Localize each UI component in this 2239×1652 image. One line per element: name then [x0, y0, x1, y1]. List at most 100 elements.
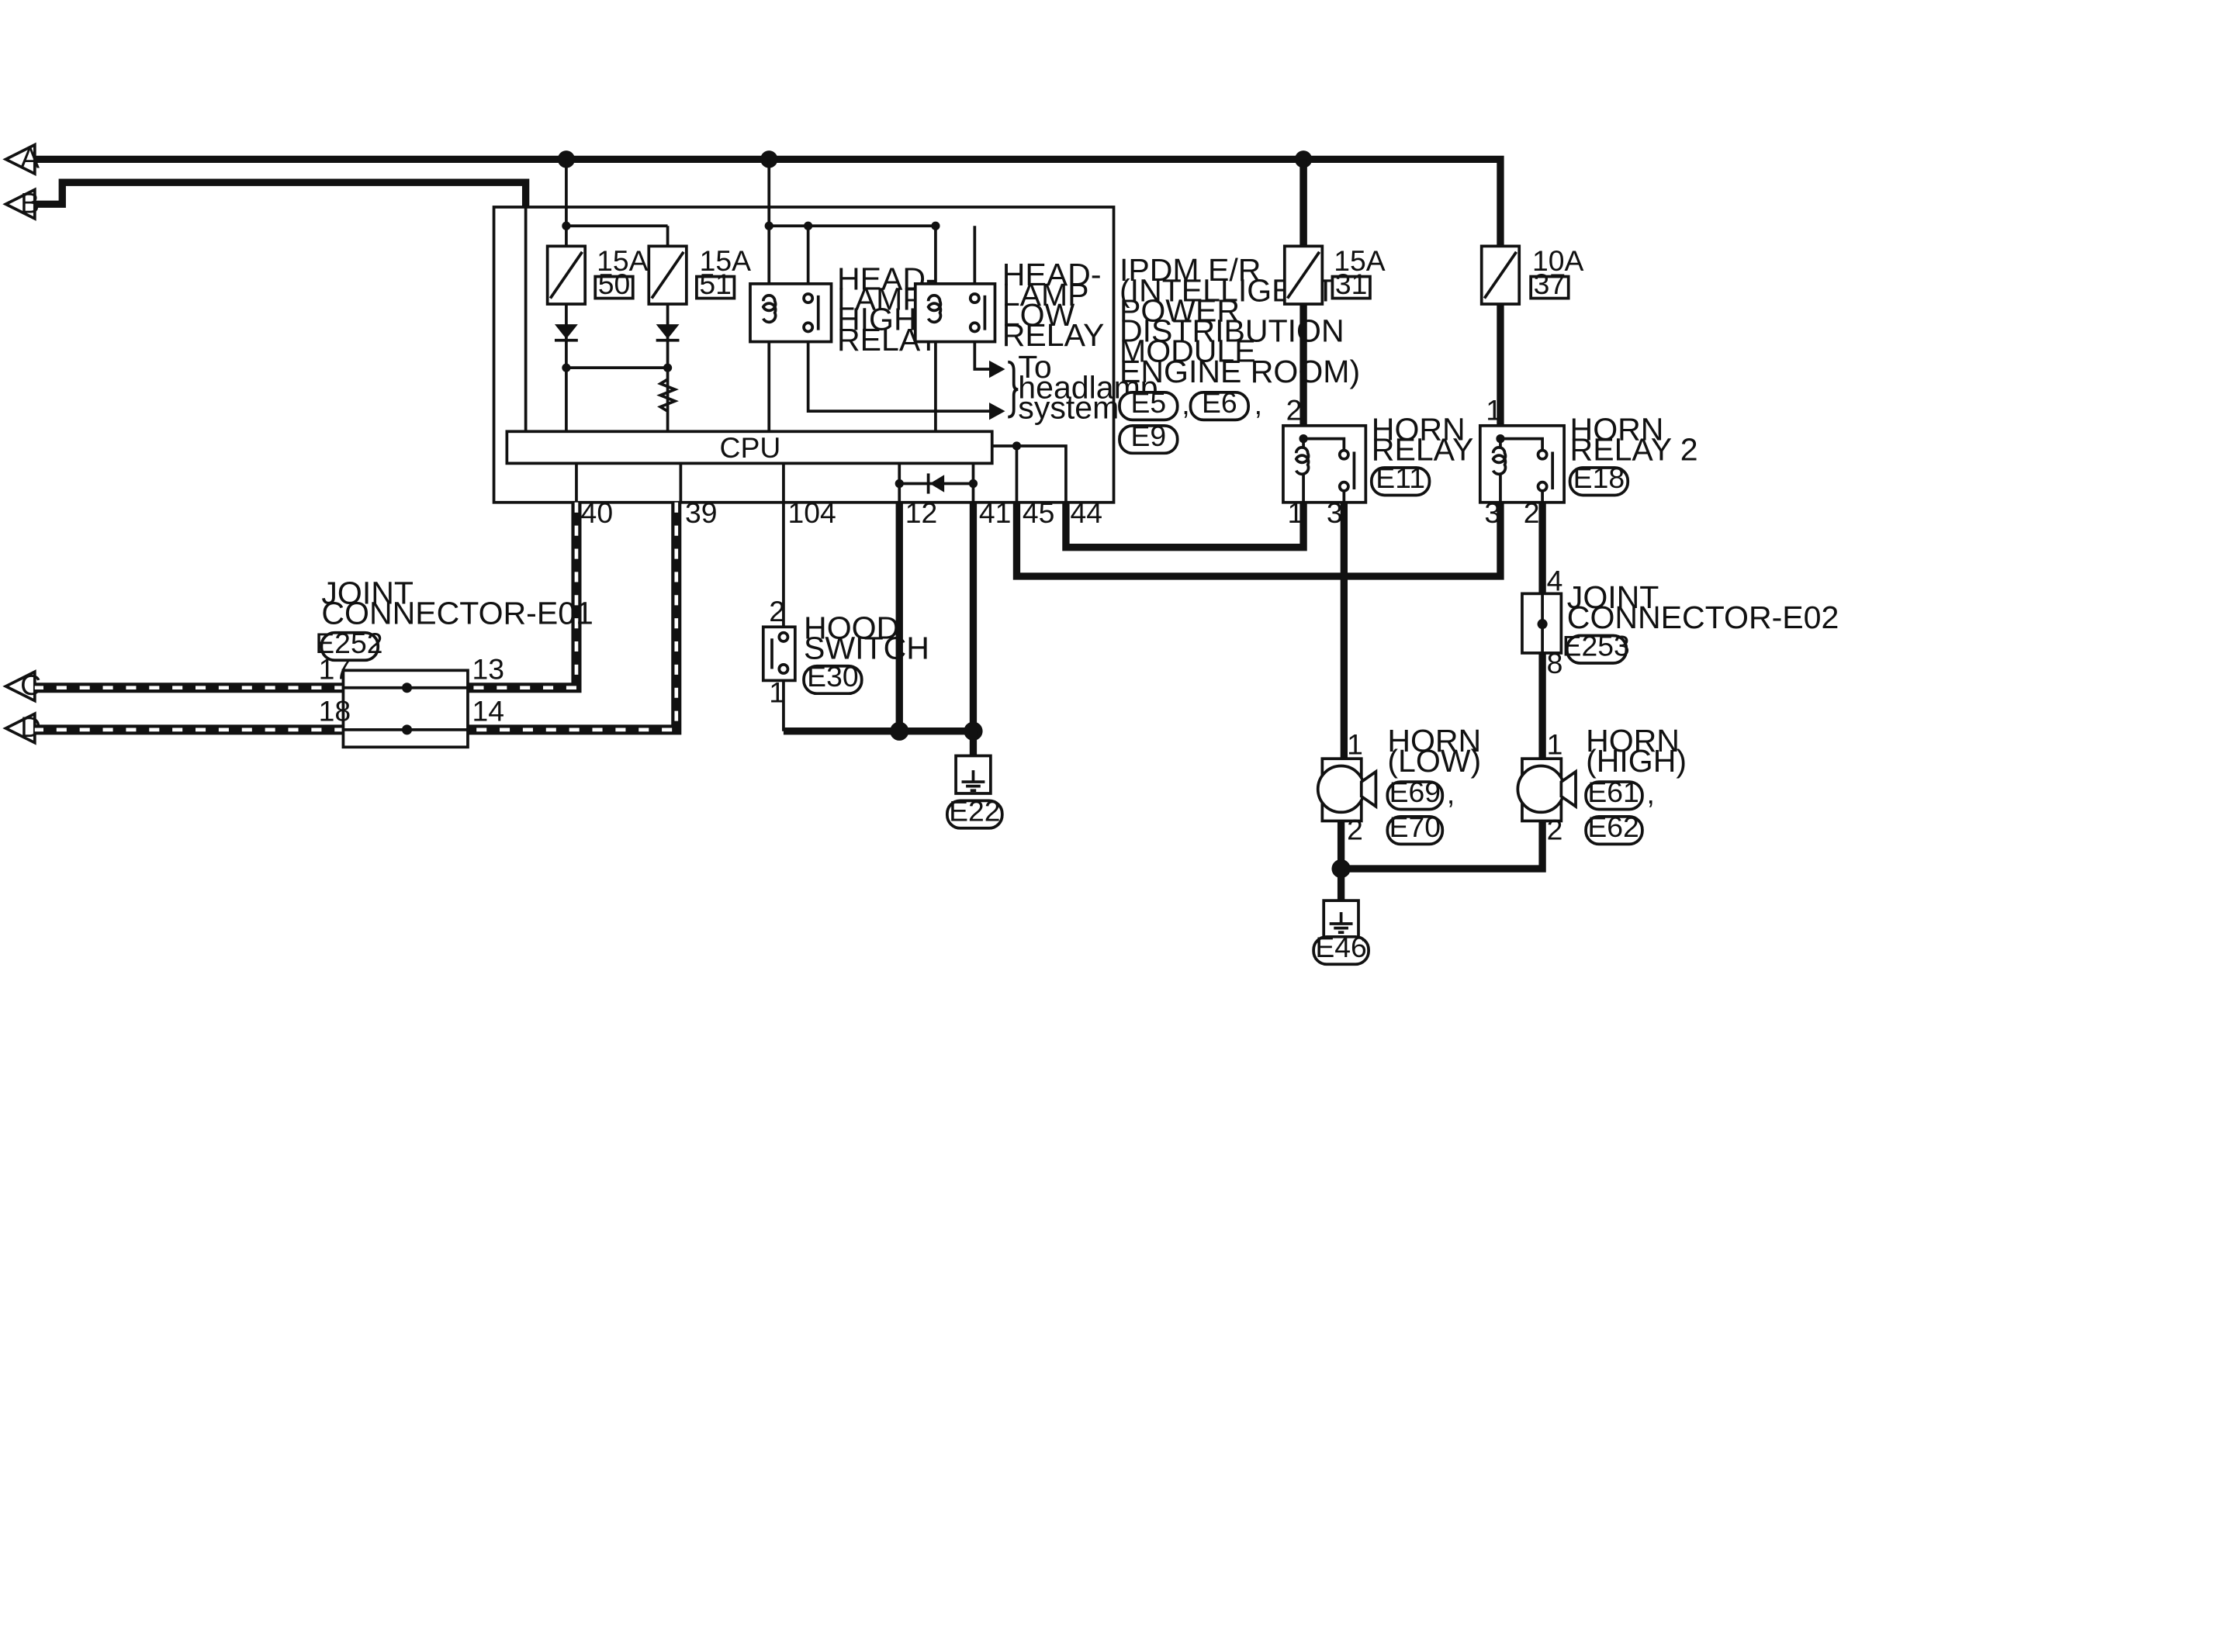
svg-text:1: 1	[1347, 728, 1363, 761]
fuse-diodes	[554, 304, 680, 432]
svg-text:,: ,	[1254, 388, 1262, 420]
headlamp-high-relay: HEAD- LAMP HIGH RELAY	[749, 261, 940, 358]
svg-text:1: 1	[1288, 496, 1304, 529]
svg-text:HORN: HORN	[1372, 412, 1466, 448]
svg-text:15A: 15A	[700, 244, 752, 277]
supply-line-b	[34, 178, 530, 208]
svg-text:POWER: POWER	[1120, 292, 1240, 328]
svg-text:E30: E30	[807, 660, 858, 693]
joint-connector-e02: 4 8 JOINT CONNECTOR-E02 E253	[1521, 565, 1839, 679]
horn-relay-1: 2 1 3 HORN RELAY 1 E11	[1282, 393, 1500, 529]
svg-text:8: 8	[1547, 647, 1563, 679]
svg-text:LOW: LOW	[1002, 297, 1075, 333]
svg-text:HORN: HORN	[1586, 723, 1680, 759]
cpu-pin-lines	[575, 441, 1068, 503]
svg-text:SWITCH: SWITCH	[804, 630, 929, 665]
edge-connector-c: C	[2, 669, 41, 703]
svg-text:IPDM E/R: IPDM E/R	[1120, 252, 1261, 288]
svg-text:4: 4	[1547, 565, 1563, 597]
svg-text:ENGINE ROOM): ENGINE ROOM)	[1120, 354, 1360, 389]
svg-text:HOOD: HOOD	[804, 610, 899, 645]
svg-text:E11: E11	[1376, 461, 1425, 494]
svg-text:(LOW): (LOW)	[1387, 743, 1481, 779]
edge-connector-b: B	[2, 186, 40, 221]
svg-text:E253: E253	[1562, 630, 1630, 662]
svg-text:E46: E46	[1315, 931, 1366, 963]
svg-text:12: 12	[905, 496, 938, 529]
svg-text:40: 40	[581, 496, 614, 529]
to-headlamp-system: To headlamp system	[988, 349, 1158, 426]
svg-text:RELAY: RELAY	[1002, 317, 1105, 353]
svg-text:E9: E9	[1130, 420, 1166, 452]
ipdm-title: IPDM E/R (INTELLIGENT POWER DISTRIBUTION…	[1118, 252, 1360, 455]
svg-text:13: 13	[472, 653, 505, 686]
horn-low: 1 2 HORN (LOW) E69 , E70	[1316, 723, 1481, 846]
svg-text:,: ,	[1646, 777, 1654, 810]
svg-text:E69: E69	[1389, 776, 1441, 808]
svg-text:E22: E22	[949, 794, 1000, 827]
fuse-50-51-branch	[562, 221, 670, 247]
horn-high: 1 2 HORN (HIGH) E61 , E62	[1516, 723, 1687, 846]
ipdm-cpu: CPU	[505, 430, 994, 465]
svg-text:E252: E252	[315, 627, 382, 659]
svg-text:2: 2	[1347, 814, 1363, 846]
svg-text:104: 104	[788, 496, 836, 529]
svg-text:JOINT: JOINT	[1567, 579, 1659, 615]
svg-text:MODULE: MODULE	[1120, 334, 1256, 369]
svg-text:HORN: HORN	[1570, 412, 1664, 448]
svg-text:2: 2	[1524, 496, 1540, 529]
svg-text:39: 39	[685, 496, 718, 529]
svg-text:HIGH: HIGH	[837, 302, 917, 337]
svg-text:CPU: CPU	[720, 431, 781, 464]
svg-text:45: 45	[1023, 496, 1055, 529]
fuse-31: 15A 31	[1282, 159, 1386, 426]
svg-text:15A: 15A	[1334, 244, 1386, 277]
svg-text:E70: E70	[1389, 810, 1441, 843]
cpu-pin-labels: 40 39 104 12 41 45 44	[581, 496, 1102, 529]
svg-text:E6: E6	[1202, 386, 1237, 419]
svg-text:1: 1	[1547, 728, 1563, 761]
svg-text:2: 2	[769, 595, 785, 627]
fuse-50: 15A 50	[545, 244, 649, 306]
svg-text:14: 14	[472, 695, 505, 728]
svg-text:2: 2	[1547, 814, 1563, 846]
svg-text:CONNECTOR-E02: CONNECTOR-E02	[1567, 600, 1839, 635]
svg-text:RELAY 2: RELAY 2	[1570, 432, 1698, 468]
svg-text:1: 1	[769, 676, 785, 708]
svg-text:HEAD-: HEAD-	[1002, 257, 1102, 292]
svg-text:37: 37	[1534, 268, 1566, 300]
svg-text:E61: E61	[1587, 776, 1639, 808]
ground-e22: E22	[783, 502, 1004, 830]
svg-text:15A: 15A	[597, 244, 649, 277]
svg-text:50: 50	[598, 268, 631, 300]
fuse-37: 10A 37	[1479, 244, 1584, 426]
svg-text:system: system	[1018, 390, 1119, 426]
svg-text:To: To	[1018, 349, 1051, 385]
svg-text:LAMP: LAMP	[837, 282, 924, 317]
edge-connector-a: A	[2, 142, 40, 177]
hood-switch: 2 1 HOOD SWITCH E30	[761, 502, 929, 731]
svg-text:E5: E5	[1130, 386, 1166, 419]
horn-relay-2: 1 3 2 HORN RELAY 2 E18	[1478, 393, 1698, 529]
joint-connector-e01: JOINT CONNECTOR-E01 E252 17 13 18 14	[315, 575, 593, 749]
svg-text:E18: E18	[1573, 461, 1625, 494]
svg-text:1: 1	[1486, 393, 1502, 426]
ipdm-module-box	[492, 206, 1116, 504]
svg-text:HORN: HORN	[1387, 723, 1481, 759]
ground-e46: E46	[1312, 899, 1370, 966]
svg-text:CONNECTOR-E01: CONNECTOR-E01	[321, 596, 593, 631]
svg-text:41: 41	[979, 496, 1012, 529]
svg-text:10A: 10A	[1532, 244, 1584, 277]
horn-output-wires	[1331, 502, 1546, 901]
svg-text:2: 2	[1286, 393, 1303, 426]
svg-text:RELAY 1: RELAY 1	[1372, 432, 1500, 468]
svg-text:E62: E62	[1587, 810, 1639, 843]
svg-text:3: 3	[1484, 496, 1500, 529]
svg-text:(HIGH): (HIGH)	[1586, 743, 1687, 779]
svg-text:JOINT: JOINT	[321, 575, 414, 610]
svg-text:18: 18	[319, 695, 351, 728]
headlamp-low-relay: HEAD- LAMP LOW RELAY	[913, 257, 1105, 353]
svg-text:,: ,	[1447, 777, 1455, 810]
svg-text:51: 51	[699, 268, 732, 300]
